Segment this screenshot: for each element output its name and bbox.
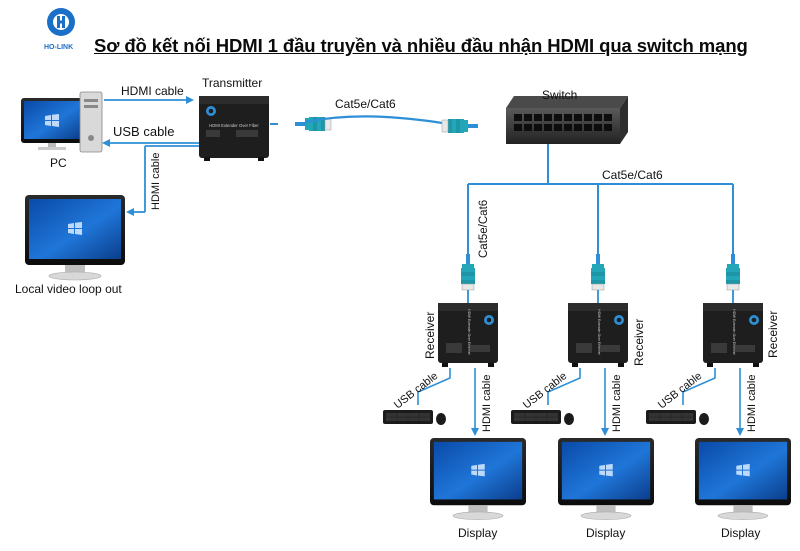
local-loop-label: Local video loop out [15, 282, 122, 296]
page-title: Sơ đồ kết nối HDMI 1 đầu truyền và nhiều… [94, 35, 748, 56]
keyboard-mouse-icon [382, 409, 447, 426]
hdmi-rx-label-3: HDMI cable [746, 374, 758, 432]
hdmi-rx-label-2: HDMI cable [611, 374, 623, 432]
display-label-1: Display [458, 526, 498, 540]
monitor-icon [558, 438, 654, 520]
network-switch-icon [506, 96, 628, 144]
pc-tower-icon [21, 91, 103, 153]
pc-label: PC [50, 156, 67, 170]
rj45-connector-icon [460, 253, 741, 291]
receiver-face-text: HDMI Extender Over Ethernet [732, 309, 736, 354]
cat-distribution-cables [467, 144, 734, 254]
keyboard-mouse-icon [645, 409, 710, 426]
switch-label: Switch [542, 88, 578, 102]
transmitter-device [199, 96, 269, 161]
receiver-face-text: HDMI Extender Over Ethernet [597, 309, 601, 354]
cat-cable-transmitter-switch [270, 115, 479, 134]
hdmi-loop-cable-label: HDMI cable [150, 152, 162, 210]
receiver-output-cables [417, 368, 741, 430]
cat-link-label: Cat5e/Cat6 [335, 97, 396, 111]
cat-branch-label: Cat5e/Cat6 [602, 168, 663, 182]
display-label-2: Display [586, 526, 626, 540]
monitor-icon [25, 195, 125, 280]
ho-link-logo-icon [47, 8, 75, 36]
cat-vertical-label: Cat5e/Cat6 [478, 199, 490, 258]
hdmi-rx-label-1: HDMI cable [481, 374, 493, 432]
monitor-icon [695, 438, 791, 520]
keyboard-mouse-icon [510, 409, 575, 426]
arrowheads-rx [471, 428, 744, 436]
usb-cable-label: USB cable [113, 124, 175, 139]
monitor-icon [430, 438, 526, 520]
receiver-label-2: Receiver [632, 318, 646, 366]
transmitter-label: Transmitter [202, 76, 263, 90]
receiver-label-3: Receiver [766, 310, 780, 358]
hdmi-cable-pc-line [102, 96, 199, 216]
hdmi-cable-label: HDMI cable [121, 84, 184, 98]
receiver-label-1: Receiver [423, 311, 437, 359]
receiver-face-text: HDMI Extender Over Ethernet [467, 309, 471, 354]
brand-name: HO-LINK [44, 44, 74, 51]
rj45-to-receiver-lines [467, 290, 734, 303]
display-label-3: Display [721, 526, 761, 540]
transmitter-face-text: HDMI Extender Over Fiber [209, 123, 259, 128]
